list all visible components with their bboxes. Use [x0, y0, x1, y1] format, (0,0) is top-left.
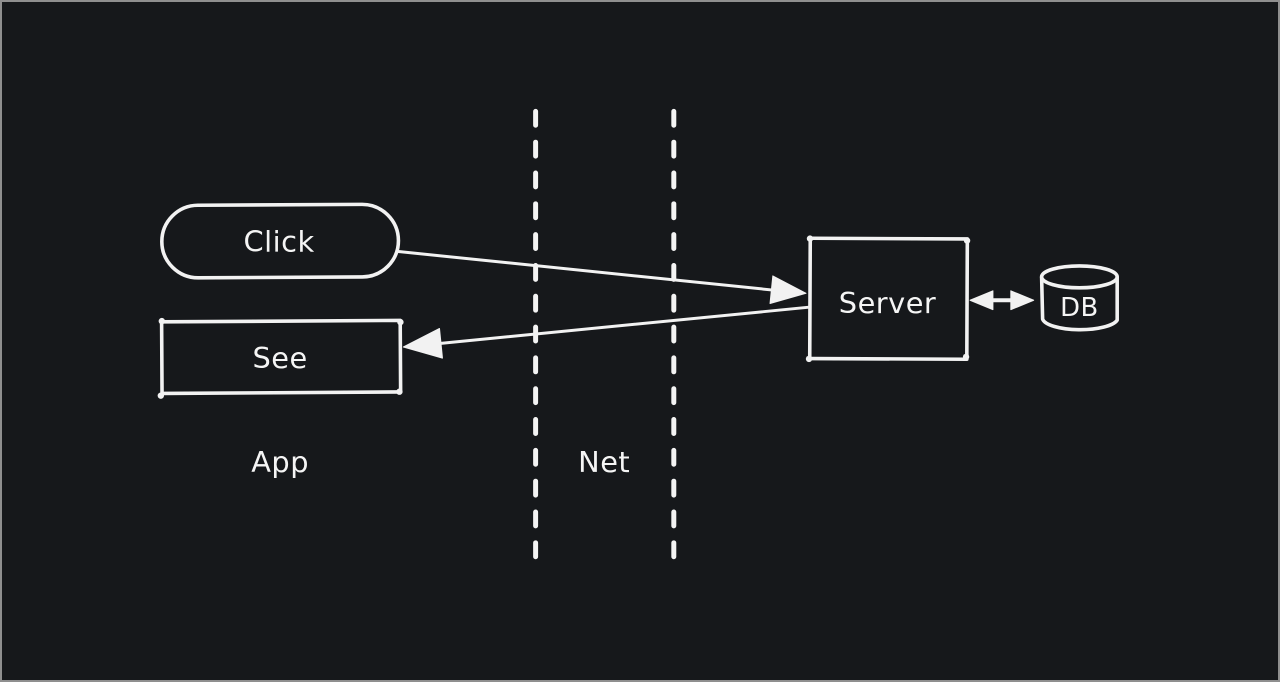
node-db[interactable]: DB	[1039, 264, 1119, 332]
node-db-label: DB	[1060, 293, 1099, 323]
node-click[interactable]: Click	[160, 202, 401, 280]
arrowhead-right-icon	[769, 275, 807, 305]
arrowhead-left-icon	[969, 290, 994, 311]
node-see-label: See	[253, 341, 308, 375]
arrowhead-left-icon	[402, 327, 443, 359]
arrowhead-right-icon	[1010, 290, 1035, 311]
node-server[interactable]: Server	[805, 235, 971, 363]
edge-click-to-server[interactable]	[396, 250, 807, 305]
edge-server-to-see[interactable]	[402, 305, 811, 359]
node-see[interactable]: See	[157, 317, 404, 399]
edge-server-db-double-arrow[interactable]	[969, 290, 1035, 311]
node-server-label: Server	[839, 286, 936, 320]
database-cylinder-icon	[1039, 264, 1119, 332]
zone-app-label: App	[251, 445, 309, 479]
zone-net-label: Net	[578, 445, 630, 479]
node-click-label: Click	[244, 225, 315, 259]
